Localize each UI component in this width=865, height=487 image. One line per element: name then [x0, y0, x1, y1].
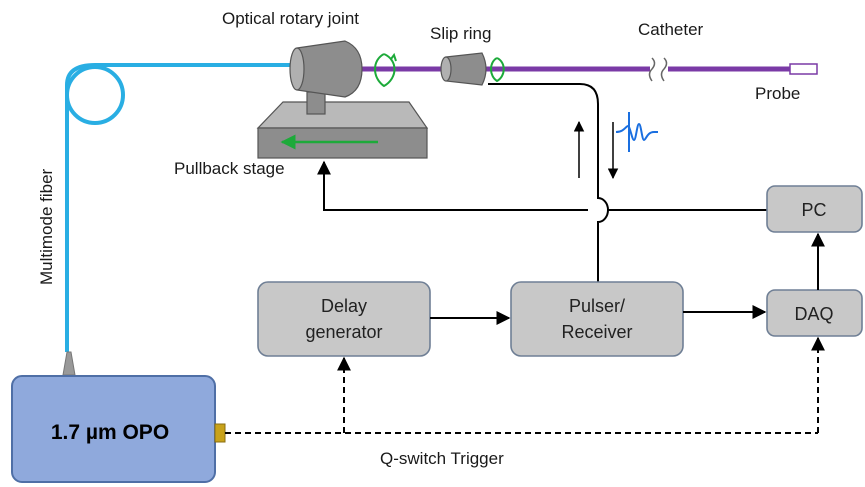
pulser-receiver-label-2: Receiver	[561, 322, 632, 342]
delay-generator-label-2: generator	[305, 322, 382, 342]
daq-label: DAQ	[794, 304, 833, 324]
opo-label: 1.7 µm OPO	[51, 421, 169, 444]
optical-rotary-joint	[289, 40, 397, 115]
catheter-label: Catheter	[638, 20, 704, 39]
daq-box	[766, 289, 863, 337]
multimode-fiber	[65, 63, 300, 352]
pc-box	[766, 185, 863, 233]
delay-generator-box	[257, 281, 431, 357]
opo-laser	[11, 351, 226, 483]
stage-control-wire	[324, 162, 767, 211]
probe-tip	[789, 63, 818, 75]
signal-wire	[488, 83, 609, 283]
catheter-line	[358, 57, 790, 82]
pulser-receiver-label-1: Pulser/	[569, 296, 625, 316]
slip-ring-label: Slip ring	[430, 24, 491, 43]
pullback-stage-label: Pullback stage	[174, 159, 285, 178]
qswitch-trigger-label: Q-switch Trigger	[380, 449, 504, 468]
delay-generator-label-1: Delay	[321, 296, 367, 316]
pullback-stage	[256, 101, 429, 159]
ultrasound-signal	[615, 112, 658, 152]
pc-label: PC	[801, 200, 826, 220]
rotary-joint-label: Optical rotary joint	[222, 9, 359, 28]
probe-label: Probe	[755, 84, 800, 103]
slip-ring	[440, 52, 505, 86]
pulser-receiver-box	[510, 281, 684, 357]
multimode-fiber-label: Multimode fiber	[37, 168, 56, 285]
